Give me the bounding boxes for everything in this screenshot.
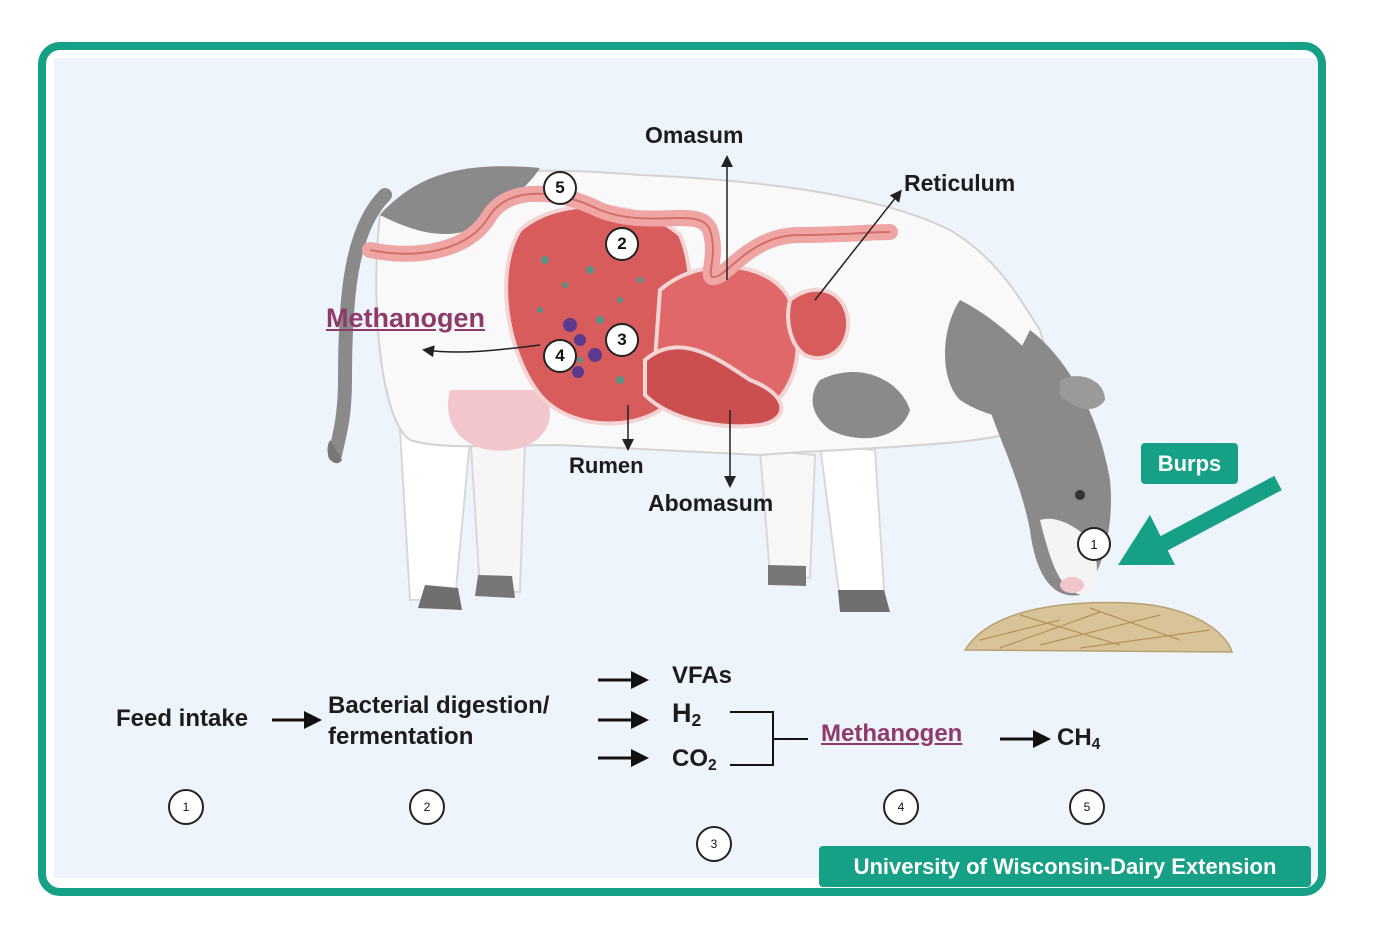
front-leg-right [818,443,887,607]
cow-marker-5: 5 [543,171,577,205]
cow-spot-chest [812,371,910,439]
omasum-label: Omasum [645,122,744,148]
flow-bacterial-digestion: Bacterial digestion/ fermentation [328,690,549,752]
methanogen-cells [563,318,602,378]
flow-step-1: 1 [168,789,204,825]
cow-ear [1060,376,1105,410]
flow-step-4: 4 [883,789,919,825]
cow-udder [448,390,550,451]
cow-marker-1: 1 [1077,527,1111,561]
flow-h2-main: H [672,698,692,728]
flow-feed-intake: Feed intake [116,705,249,732]
reticulum-chamber [786,287,851,361]
hoof-front-right [838,590,890,612]
back-leg-left [398,428,472,601]
back-leg-right [468,428,527,594]
hoof-back-right [475,575,515,598]
rumen-bacteria [537,256,643,384]
reticulum-label: Reticulum [904,170,1016,196]
flow-step-2: 2 [409,789,445,825]
hoof-front-left [768,565,806,586]
abomasum-label: Abomasum [648,490,774,516]
reticulum-pointer [814,189,902,301]
flow-co2-main: CO [672,745,708,772]
flow-digestion-line1: Bacterial digestion/ [328,692,550,719]
hay-pile [963,601,1234,653]
hay-strands [979,607,1211,649]
rumen-label: Rumen [569,453,644,478]
esophagus-outline [369,192,891,279]
burps-arrow-head [1118,515,1175,565]
flow-digestion-line2: fermentation [328,723,474,750]
flow-co2: CO2 [672,745,717,774]
cow-marker-2: 2 [605,227,639,261]
credit-badge: University of Wisconsin-Dairy Extension [819,846,1311,887]
flow-bracket [730,711,808,766]
methanogen-label: Methanogen [326,303,485,333]
flow-ch4-sub: 4 [1091,735,1101,753]
flow-step-3: 3 [696,826,732,862]
flow-h2-sub: 2 [691,710,702,731]
cow-tail [328,188,392,462]
flow-vfas: VFAs [672,662,733,689]
hoof-back-left [418,585,462,610]
abomasum-chamber [643,345,784,429]
methanogen-pointer [422,344,541,358]
flow-ch4: CH4 [1057,724,1101,753]
cow-eye [1075,490,1085,500]
cow-marker-3: 3 [605,323,639,357]
flow-h2: H2 [672,698,702,731]
cow-nose [1060,577,1084,593]
flow-ch4-main: CH [1057,724,1092,751]
cow-spot-back [380,166,540,235]
tail-tuft [327,440,342,464]
flow-methanogen: Methanogen [821,720,963,747]
flow-co2-sub: 2 [708,756,717,774]
burps-badge: Burps [1141,443,1238,484]
flow-step-5: 5 [1069,789,1105,825]
cow-marker-4: 4 [543,339,577,373]
